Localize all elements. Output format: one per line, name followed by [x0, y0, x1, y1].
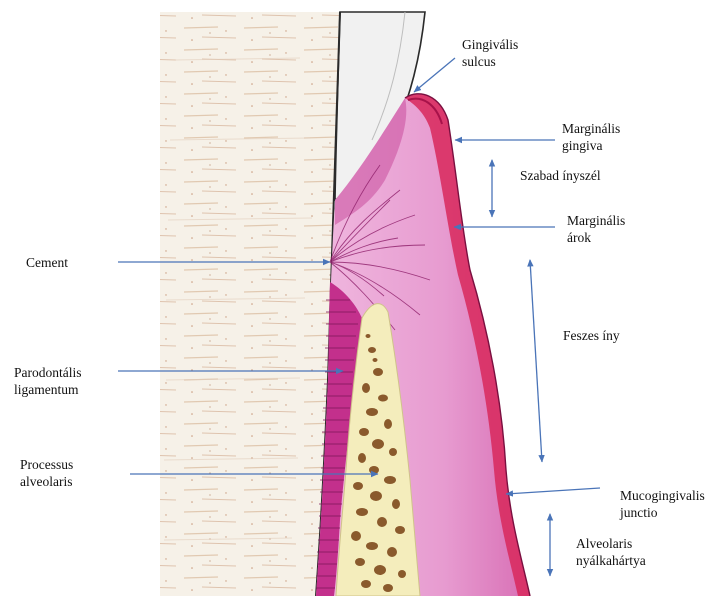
label-cement: Cement: [26, 254, 68, 271]
label-gingivalis-sulcus: Gingivális sulcus: [462, 36, 518, 70]
label-parodontalis-ligamentum: Parodontális ligamentum: [14, 364, 82, 398]
label-processus-alveolaris: Processus alveolaris: [20, 456, 73, 490]
arrow-mucogingivalis-junctio: [506, 488, 600, 494]
label-alveolaris-nyalkahartya: Alveolaris nyálkahártya: [576, 535, 646, 569]
arrow-gingivalis-sulcus: [414, 58, 455, 92]
label-mucogingivalis-junctio: Mucogingivalis junctio: [620, 487, 705, 521]
label-szabad-inyszel: Szabad ínyszél: [520, 167, 601, 184]
label-feszes-iny: Feszes íny: [563, 327, 620, 344]
label-marginalis-arok: Marginális árok: [567, 212, 625, 246]
arrow-feszes-iny: [530, 260, 542, 462]
tooth-root: [160, 12, 340, 596]
label-marginalis-gingiva: Marginális gingiva: [562, 120, 620, 154]
